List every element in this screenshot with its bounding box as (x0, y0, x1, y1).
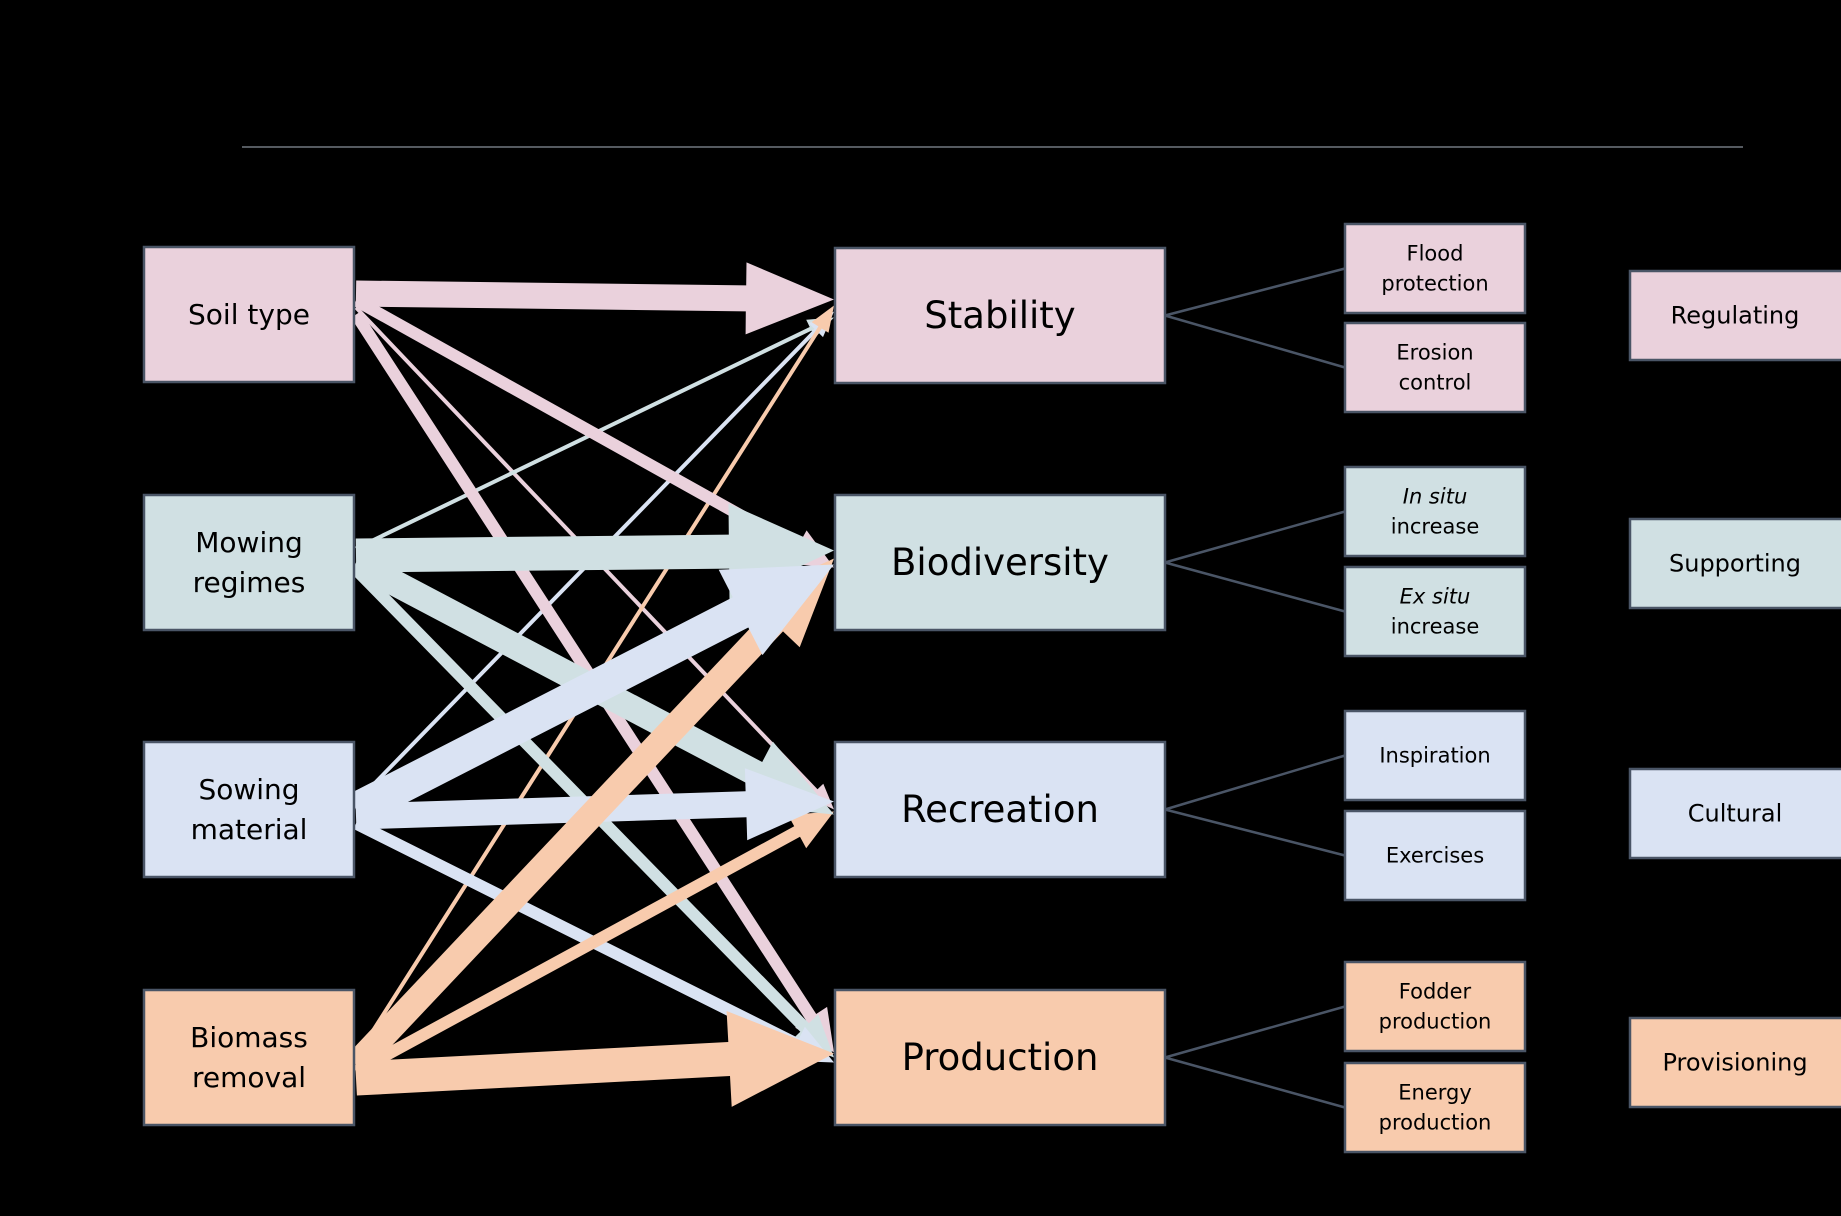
driver-label: Sowing (198, 773, 299, 806)
category-box (1628, 1016, 1841, 1109)
category-label: Provisioning (1662, 1049, 1807, 1077)
subservice-fodder: Fodder production (1343, 960, 1527, 1053)
driver-box (142, 245, 356, 384)
subservice-box (1343, 809, 1527, 902)
arrow-soil-to-stability (355, 262, 834, 335)
subservice-energy: Energy production (1343, 1061, 1527, 1154)
driver-label: removal (192, 1061, 306, 1094)
subservice-erosion: Erosion control (1343, 321, 1527, 414)
subservice-label: protection (1381, 272, 1488, 296)
subservice-label: increase (1391, 515, 1480, 539)
service-label: Biodiversity (891, 541, 1109, 584)
subservice-label: Ex situ (1400, 585, 1471, 609)
connector-line (1164, 314, 1346, 369)
subservice-box (1343, 1061, 1527, 1154)
subservice-label: production (1379, 1111, 1492, 1135)
category-box (1628, 269, 1841, 362)
connector-line (1164, 1056, 1346, 1109)
category-label: Cultural (1688, 800, 1783, 828)
category-cultural: Cultural (1628, 767, 1841, 860)
driver-sowing: Sowing material (142, 740, 356, 879)
driver-mowing: Mowing regimes (142, 493, 356, 632)
driver-label: Biomass (190, 1021, 308, 1054)
connector-lines (1164, 267, 1346, 1109)
arrow-soil-to-biodiversity (353, 295, 834, 568)
driver-label: Soil type (188, 298, 310, 331)
subservice-exsitu: Ex situ increase (1343, 565, 1527, 658)
subservice-box (1343, 465, 1527, 558)
arrow-sowing-to-biodiversity (348, 564, 834, 825)
category-supporting: Supporting (1628, 517, 1841, 610)
subservice-exercises: Exercises (1343, 809, 1527, 902)
connector-line (1164, 754, 1346, 811)
subservice-label: Erosion (1396, 341, 1473, 365)
subservice-inspiration: Inspiration (1343, 709, 1527, 802)
connector-line (1164, 808, 1346, 857)
service-recreation: Recreation (833, 740, 1167, 879)
driver-label: material (191, 813, 308, 846)
subservice-label: Energy (1398, 1081, 1472, 1105)
subservice-label: Inspiration (1379, 744, 1490, 768)
subservice-box (1343, 321, 1527, 414)
arrow-biomass-to-production (355, 1011, 834, 1107)
service-box (833, 493, 1167, 632)
subservice-label: In situ (1403, 485, 1468, 509)
subservice-label: Flood (1407, 242, 1464, 266)
service-stability: Stability (833, 246, 1167, 385)
driver-label: regimes (193, 566, 306, 599)
connector-line (1164, 1005, 1346, 1059)
service-box (833, 740, 1167, 879)
driver-box (142, 988, 356, 1127)
driver-biomass: Biomass removal (142, 988, 356, 1127)
arrow-biomass-to-biodiversity (346, 558, 834, 1074)
category-label: Regulating (1671, 302, 1800, 330)
service-column: StabilityBiodiversityRecreationProductio… (833, 246, 1167, 1127)
subservice-box (1343, 709, 1527, 802)
driver-box (142, 740, 356, 879)
service-label: Production (902, 1036, 1099, 1079)
subservice-label: production (1379, 1010, 1492, 1034)
connector-line (1164, 267, 1346, 317)
subservice-box (1343, 960, 1527, 1053)
driver-box (142, 493, 356, 632)
subservice-insitu: In situ increase (1343, 465, 1527, 558)
subservice-flood: Flood protection (1343, 222, 1527, 315)
arrow-mowing-to-biodiversity (355, 503, 834, 600)
service-label: Stability (924, 294, 1075, 337)
category-label: Supporting (1669, 550, 1801, 578)
driver-soil: Soil type (142, 245, 356, 384)
category-box (1628, 767, 1841, 860)
driver-label: Mowing (195, 526, 303, 559)
category-regulating: Regulating (1628, 269, 1841, 362)
category-provisioning: Provisioning (1628, 1016, 1841, 1109)
subservice-label: Exercises (1386, 844, 1484, 868)
service-box (833, 988, 1167, 1127)
subservice-label: increase (1391, 615, 1480, 639)
arrow-biomass-to-recreation (353, 811, 834, 1077)
service-biodiversity: Biodiversity (833, 493, 1167, 632)
service-box (833, 246, 1167, 385)
service-production: Production (833, 988, 1167, 1127)
subservice-label: control (1399, 371, 1472, 395)
service-label: Recreation (901, 788, 1099, 831)
subservice-box (1343, 565, 1527, 658)
connector-line (1164, 510, 1346, 564)
subservice-label: Fodder (1399, 980, 1472, 1004)
category-box (1628, 517, 1841, 610)
connector-line (1164, 561, 1346, 613)
influence-arrows (346, 262, 834, 1107)
subservice-box (1343, 222, 1527, 315)
